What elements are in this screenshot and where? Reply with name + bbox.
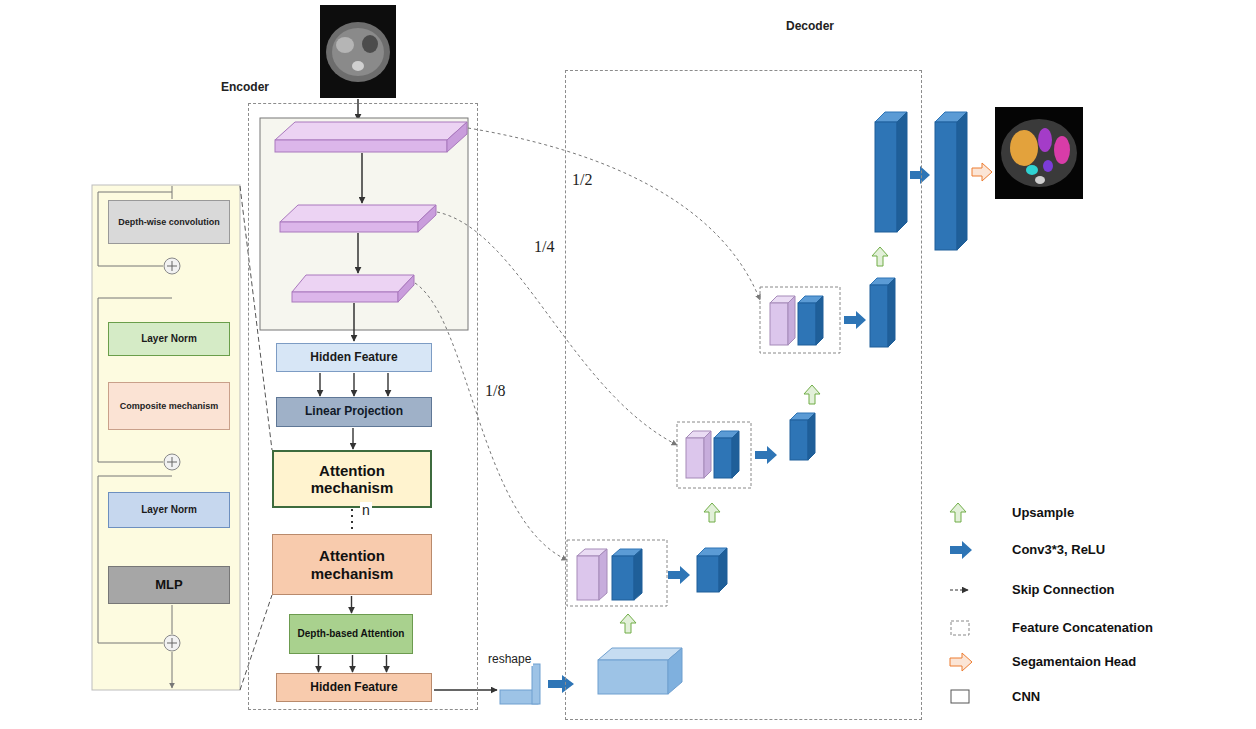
conv-box: Depth-wise convolution (108, 200, 230, 244)
feature-box: Hidden Feature (276, 673, 432, 702)
node-label: Depth-wise convolution (118, 217, 220, 227)
flow-arrow (320, 373, 388, 396)
feature-box: Hidden Feature (276, 343, 432, 372)
legend-samples (950, 503, 972, 703)
encoder-region: EncoderHidden FeatureLinear ProjectionAt… (248, 103, 478, 710)
node-label: Linear Projection (305, 405, 403, 419)
projection-box: Linear Projection (276, 397, 432, 427)
flow-arrow (351, 596, 352, 613)
mlp-box: MLP (108, 566, 230, 604)
norm-box: Layer Norm (108, 322, 230, 356)
node-label: Depth-based Attention (298, 628, 405, 640)
attention-box: Attention mechanism (272, 534, 432, 595)
node-label: Hidden Feature (310, 351, 397, 365)
repeat-label: n (360, 502, 372, 518)
node-label: Layer Norm (141, 504, 197, 516)
flow-arrow (319, 655, 387, 672)
decoder-region: Decoder (565, 70, 922, 720)
legend-text: Feature Concatenation (1012, 620, 1153, 635)
node-label: Layer Norm (141, 333, 197, 345)
node-label: Attention mechanism (277, 547, 427, 582)
legend-text: Skip Connection (1012, 582, 1115, 597)
node-label: MLP (155, 578, 182, 593)
attention-box: Attention mechanism (272, 450, 432, 508)
decoder-blocks (567, 112, 992, 633)
skip-connections (415, 128, 760, 560)
mechanism-box: Composite mechanism (108, 382, 230, 430)
legend-text: Upsample (1012, 505, 1074, 520)
region-heading: Encoder (221, 80, 269, 94)
node-label: Composite mechanism (120, 401, 219, 411)
scale-label: 1/2 (570, 171, 594, 189)
legend-text: Segamentaion Head (1012, 654, 1136, 669)
attention-box: Depth-based Attention (289, 614, 413, 654)
norm-box: Layer Norm (108, 492, 230, 528)
cnn-stack (260, 118, 468, 341)
node-label: Hidden Feature (310, 681, 397, 695)
reshape-label: reshape (486, 652, 533, 666)
reshape-path (434, 648, 682, 704)
scale-label: 1/4 (532, 238, 556, 256)
flow-arrow (353, 428, 354, 449)
legend-text: Conv3*3, ReLU (1012, 542, 1105, 557)
legend-text: CNN (1012, 689, 1040, 704)
block-panel (92, 185, 272, 690)
flow-arrow (352, 509, 353, 533)
scale-label: 1/8 (483, 382, 507, 400)
segmentation-output-image (995, 107, 1083, 199)
node-label: Attention mechanism (278, 462, 426, 497)
region-heading: Decoder (786, 19, 834, 33)
